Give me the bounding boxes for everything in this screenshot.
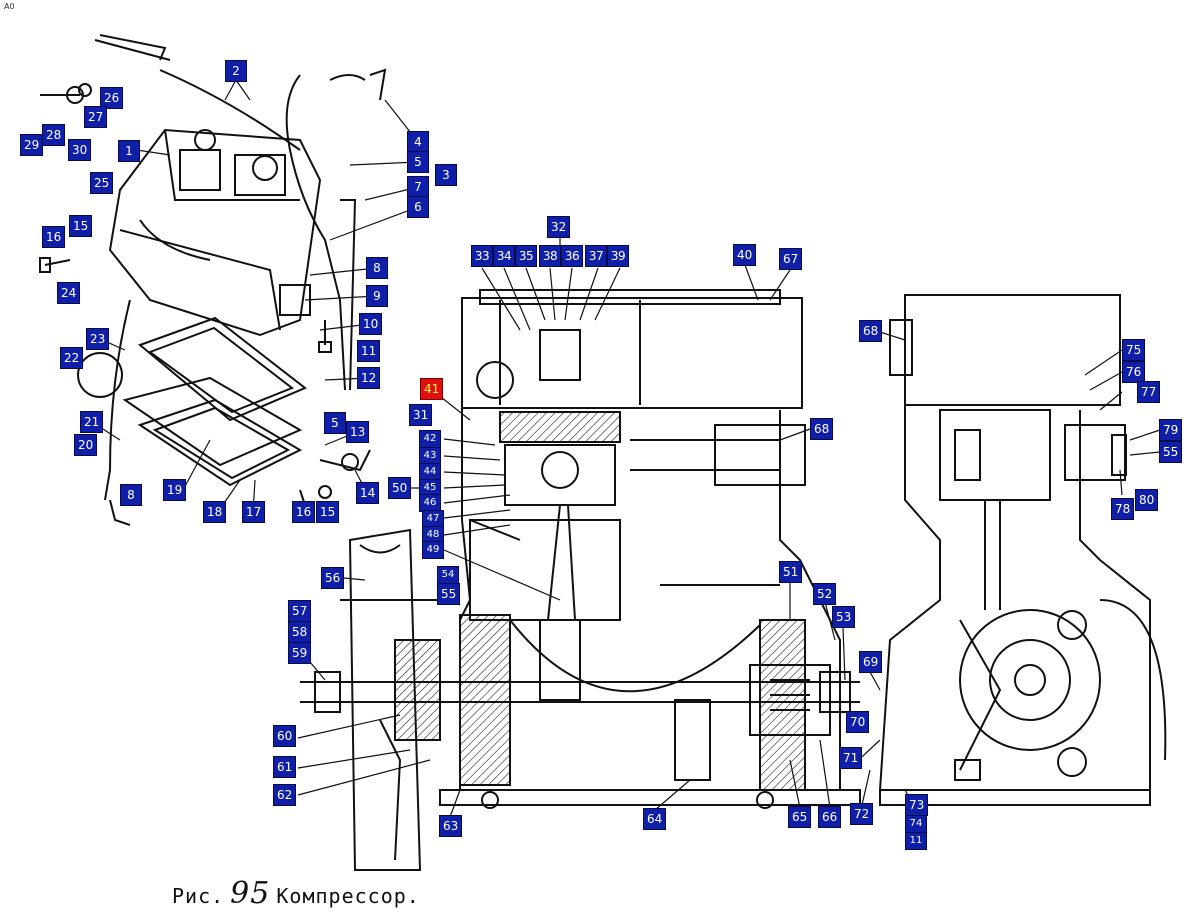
callout-78[interactable]: 78	[1111, 498, 1135, 520]
callout-37[interactable]: 37	[585, 245, 607, 267]
callout-65[interactable]: 65	[788, 806, 812, 828]
callout-42[interactable]: 42	[419, 430, 441, 448]
callout-51[interactable]: 51	[779, 561, 803, 583]
caption-number: 95	[230, 876, 271, 911]
callout-68-side[interactable]: 68	[859, 320, 883, 342]
callout-80[interactable]: 80	[1135, 489, 1159, 511]
callout-49[interactable]: 49	[422, 541, 444, 559]
caption-prefix: Рис.	[172, 884, 225, 908]
callout-57[interactable]: 57	[288, 600, 312, 622]
callout-19[interactable]: 19	[163, 479, 187, 501]
callout-31[interactable]: 31	[409, 404, 433, 426]
callout-36[interactable]: 36	[561, 245, 583, 267]
callout-5-mid[interactable]: 5	[324, 412, 346, 434]
callout-16-top[interactable]: 16	[42, 226, 66, 248]
callout-26[interactable]: 26	[100, 87, 124, 109]
callout-79[interactable]: 79	[1159, 419, 1183, 441]
callout-52[interactable]: 52	[813, 583, 837, 605]
callout-23[interactable]: 23	[86, 328, 110, 350]
callout-11-top[interactable]: 11	[357, 340, 381, 362]
compressor-section-side	[878, 294, 1167, 806]
callout-2[interactable]: 2	[225, 60, 247, 82]
callout-27[interactable]: 27	[84, 106, 108, 128]
callout-73[interactable]: 73	[905, 794, 929, 816]
callout-60[interactable]: 60	[273, 725, 297, 747]
callout-71[interactable]: 71	[839, 747, 863, 769]
callout-22[interactable]: 22	[60, 347, 84, 369]
callout-64[interactable]: 64	[643, 808, 667, 830]
callout-76[interactable]: 76	[1122, 361, 1146, 383]
callout-6[interactable]: 6	[407, 196, 429, 218]
callout-58[interactable]: 58	[288, 621, 312, 643]
callout-54[interactable]: 54	[437, 566, 459, 584]
callout-59[interactable]: 59	[288, 642, 312, 664]
callout-1[interactable]: 1	[118, 140, 140, 162]
callout-67[interactable]: 67	[779, 248, 803, 270]
callout-16-bottom[interactable]: 16	[292, 501, 316, 523]
callout-15-bottom[interactable]: 15	[316, 501, 340, 523]
callout-68-main[interactable]: 68	[810, 418, 834, 440]
callout-70[interactable]: 70	[846, 711, 870, 733]
callout-61[interactable]: 61	[273, 756, 297, 778]
callout-29[interactable]: 29	[20, 134, 44, 156]
callout-9[interactable]: 9	[366, 285, 388, 307]
callout-21[interactable]: 21	[80, 411, 104, 433]
callout-8-bottom[interactable]: 8	[120, 484, 142, 506]
callout-62[interactable]: 62	[273, 784, 297, 806]
callout-33[interactable]: 33	[471, 245, 493, 267]
callout-14[interactable]: 14	[356, 482, 380, 504]
cylinder-head-exploded	[39, 34, 387, 526]
callout-77[interactable]: 77	[1137, 381, 1161, 403]
callout-13[interactable]: 13	[346, 421, 370, 443]
callout-15-top[interactable]: 15	[69, 215, 93, 237]
callout-63[interactable]: 63	[439, 815, 463, 837]
callout-34[interactable]: 34	[493, 245, 515, 267]
callout-28[interactable]: 28	[42, 124, 66, 146]
callout-39[interactable]: 39	[607, 245, 629, 267]
callout-55-right[interactable]: 55	[1159, 441, 1183, 463]
callout-17[interactable]: 17	[242, 501, 266, 523]
callout-4[interactable]: 4	[407, 131, 429, 153]
callout-30[interactable]: 30	[68, 139, 92, 161]
callout-66[interactable]: 66	[818, 806, 842, 828]
callout-35[interactable]: 35	[515, 245, 537, 267]
caption-title: Компрессор.	[276, 884, 420, 908]
callout-8-right[interactable]: 8	[366, 257, 388, 279]
callout-10[interactable]: 10	[359, 313, 383, 335]
callout-5-top[interactable]: 5	[407, 151, 429, 173]
callout-20[interactable]: 20	[74, 434, 98, 456]
callout-3[interactable]: 3	[435, 164, 457, 186]
callout-55-left[interactable]: 55	[437, 583, 461, 605]
callout-72[interactable]: 72	[850, 803, 874, 825]
callout-50[interactable]: 50	[388, 477, 412, 499]
callout-47[interactable]: 47	[422, 510, 444, 528]
callout-74[interactable]: 74	[905, 815, 927, 833]
callout-32[interactable]: 32	[547, 216, 571, 238]
callout-18[interactable]: 18	[203, 501, 227, 523]
callout-11-bottom[interactable]: 11	[905, 832, 927, 850]
callout-41-highlighted[interactable]: 41	[420, 378, 444, 400]
callout-38[interactable]: 38	[539, 245, 561, 267]
callout-24[interactable]: 24	[57, 282, 81, 304]
callout-69[interactable]: 69	[859, 651, 883, 673]
compressor-section-main	[300, 289, 861, 871]
callout-56[interactable]: 56	[321, 567, 345, 589]
callout-53[interactable]: 53	[832, 606, 856, 628]
callout-7[interactable]: 7	[407, 176, 429, 198]
corner-mark: A0	[4, 2, 15, 11]
callout-40[interactable]: 40	[733, 244, 757, 266]
callout-46[interactable]: 46	[419, 494, 441, 512]
callout-75[interactable]: 75	[1122, 339, 1146, 361]
callout-25[interactable]: 25	[90, 172, 114, 194]
callout-12[interactable]: 12	[357, 367, 381, 389]
